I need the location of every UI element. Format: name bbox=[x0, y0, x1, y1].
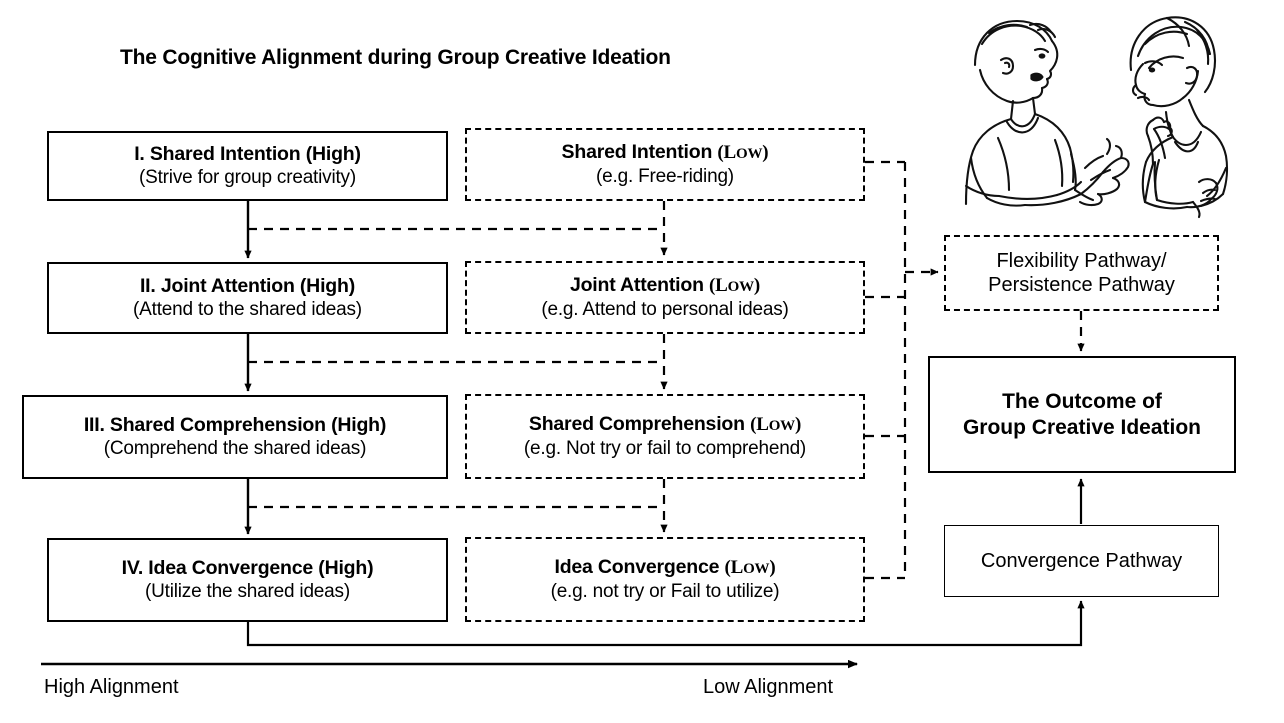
node-detail: (e.g. Not try or fail to comprehend) bbox=[523, 437, 807, 459]
low-tag: (LOW) bbox=[709, 275, 761, 297]
node-shared-comprehension-high[interactable]: III. Shared Comprehension (High) (Compre… bbox=[22, 395, 448, 479]
outcome-line-1: The Outcome of bbox=[1002, 389, 1162, 413]
node-detail: (e.g. Attend to personal ideas) bbox=[541, 298, 789, 320]
two-people-conversing-illustration bbox=[964, 16, 1229, 219]
node-title: III. Shared Comprehension (High) bbox=[83, 413, 387, 436]
connector-high-to-convergence bbox=[246, 600, 1085, 647]
node-joint-attention-low[interactable]: Joint Attention (LOW) (e.g. Attend to pe… bbox=[465, 261, 865, 334]
node-joint-attention-high[interactable]: II. Joint Attention (High) (Attend to th… bbox=[47, 262, 448, 334]
node-detail: (e.g. not try or Fail to utilize) bbox=[550, 580, 780, 602]
node-idea-convergence-low[interactable]: Idea Convergence (LOW) (e.g. not try or … bbox=[465, 537, 865, 622]
node-detail: (Utilize the shared ideas) bbox=[145, 581, 350, 603]
axis-label-low-alignment: Low Alignment bbox=[703, 676, 834, 698]
node-shared-intention-high[interactable]: I. Shared Intention (High) (Strive for g… bbox=[47, 131, 448, 201]
node-title: II. Joint Attention (High) bbox=[139, 274, 356, 297]
pathway-line-1: Flexibility Pathway/ bbox=[996, 249, 1167, 272]
node-detail: (Attend to the shared ideas) bbox=[133, 299, 362, 321]
outcome-line-2: Group Creative Ideation bbox=[962, 415, 1202, 439]
node-flexibility-persistence-pathway[interactable]: Flexibility Pathway/ Persistence Pathway bbox=[944, 235, 1219, 311]
node-title: I. Shared Intention (High) bbox=[134, 142, 361, 165]
node-detail: (e.g. Free-riding) bbox=[596, 165, 734, 187]
node-title: IV. Idea Convergence (High) bbox=[121, 556, 374, 579]
low-tag: (LOW) bbox=[724, 557, 776, 579]
node-title: Joint Attention (LOW) bbox=[569, 274, 761, 297]
node-shared-comprehension-low[interactable]: Shared Comprehension (LOW) (e.g. Not try… bbox=[465, 394, 865, 479]
node-title: Idea Convergence (LOW) bbox=[554, 556, 776, 579]
axis-label-high-alignment: High Alignment bbox=[44, 676, 179, 698]
node-title: Shared Intention (LOW) bbox=[561, 141, 769, 164]
node-outcome[interactable]: The Outcome of Group Creative Ideation bbox=[928, 356, 1236, 473]
pathway-line-2: Persistence Pathway bbox=[988, 274, 1175, 296]
low-tag: (LOW) bbox=[750, 414, 802, 436]
page-title: The Cognitive Alignment during Group Cre… bbox=[120, 46, 671, 69]
node-title: Shared Comprehension (LOW) bbox=[528, 413, 802, 436]
node-detail: (Strive for group creativity) bbox=[139, 167, 356, 189]
node-convergence-pathway[interactable]: Convergence Pathway bbox=[944, 525, 1219, 597]
node-shared-intention-low[interactable]: Shared Intention (LOW) (e.g. Free-riding… bbox=[465, 128, 865, 201]
node-detail: (Comprehend the shared ideas) bbox=[103, 438, 367, 460]
node-idea-convergence-high[interactable]: IV. Idea Convergence (High) (Utilize the… bbox=[47, 538, 448, 622]
pathway-label: Convergence Pathway bbox=[980, 549, 1183, 572]
low-tag: (LOW) bbox=[717, 142, 769, 164]
